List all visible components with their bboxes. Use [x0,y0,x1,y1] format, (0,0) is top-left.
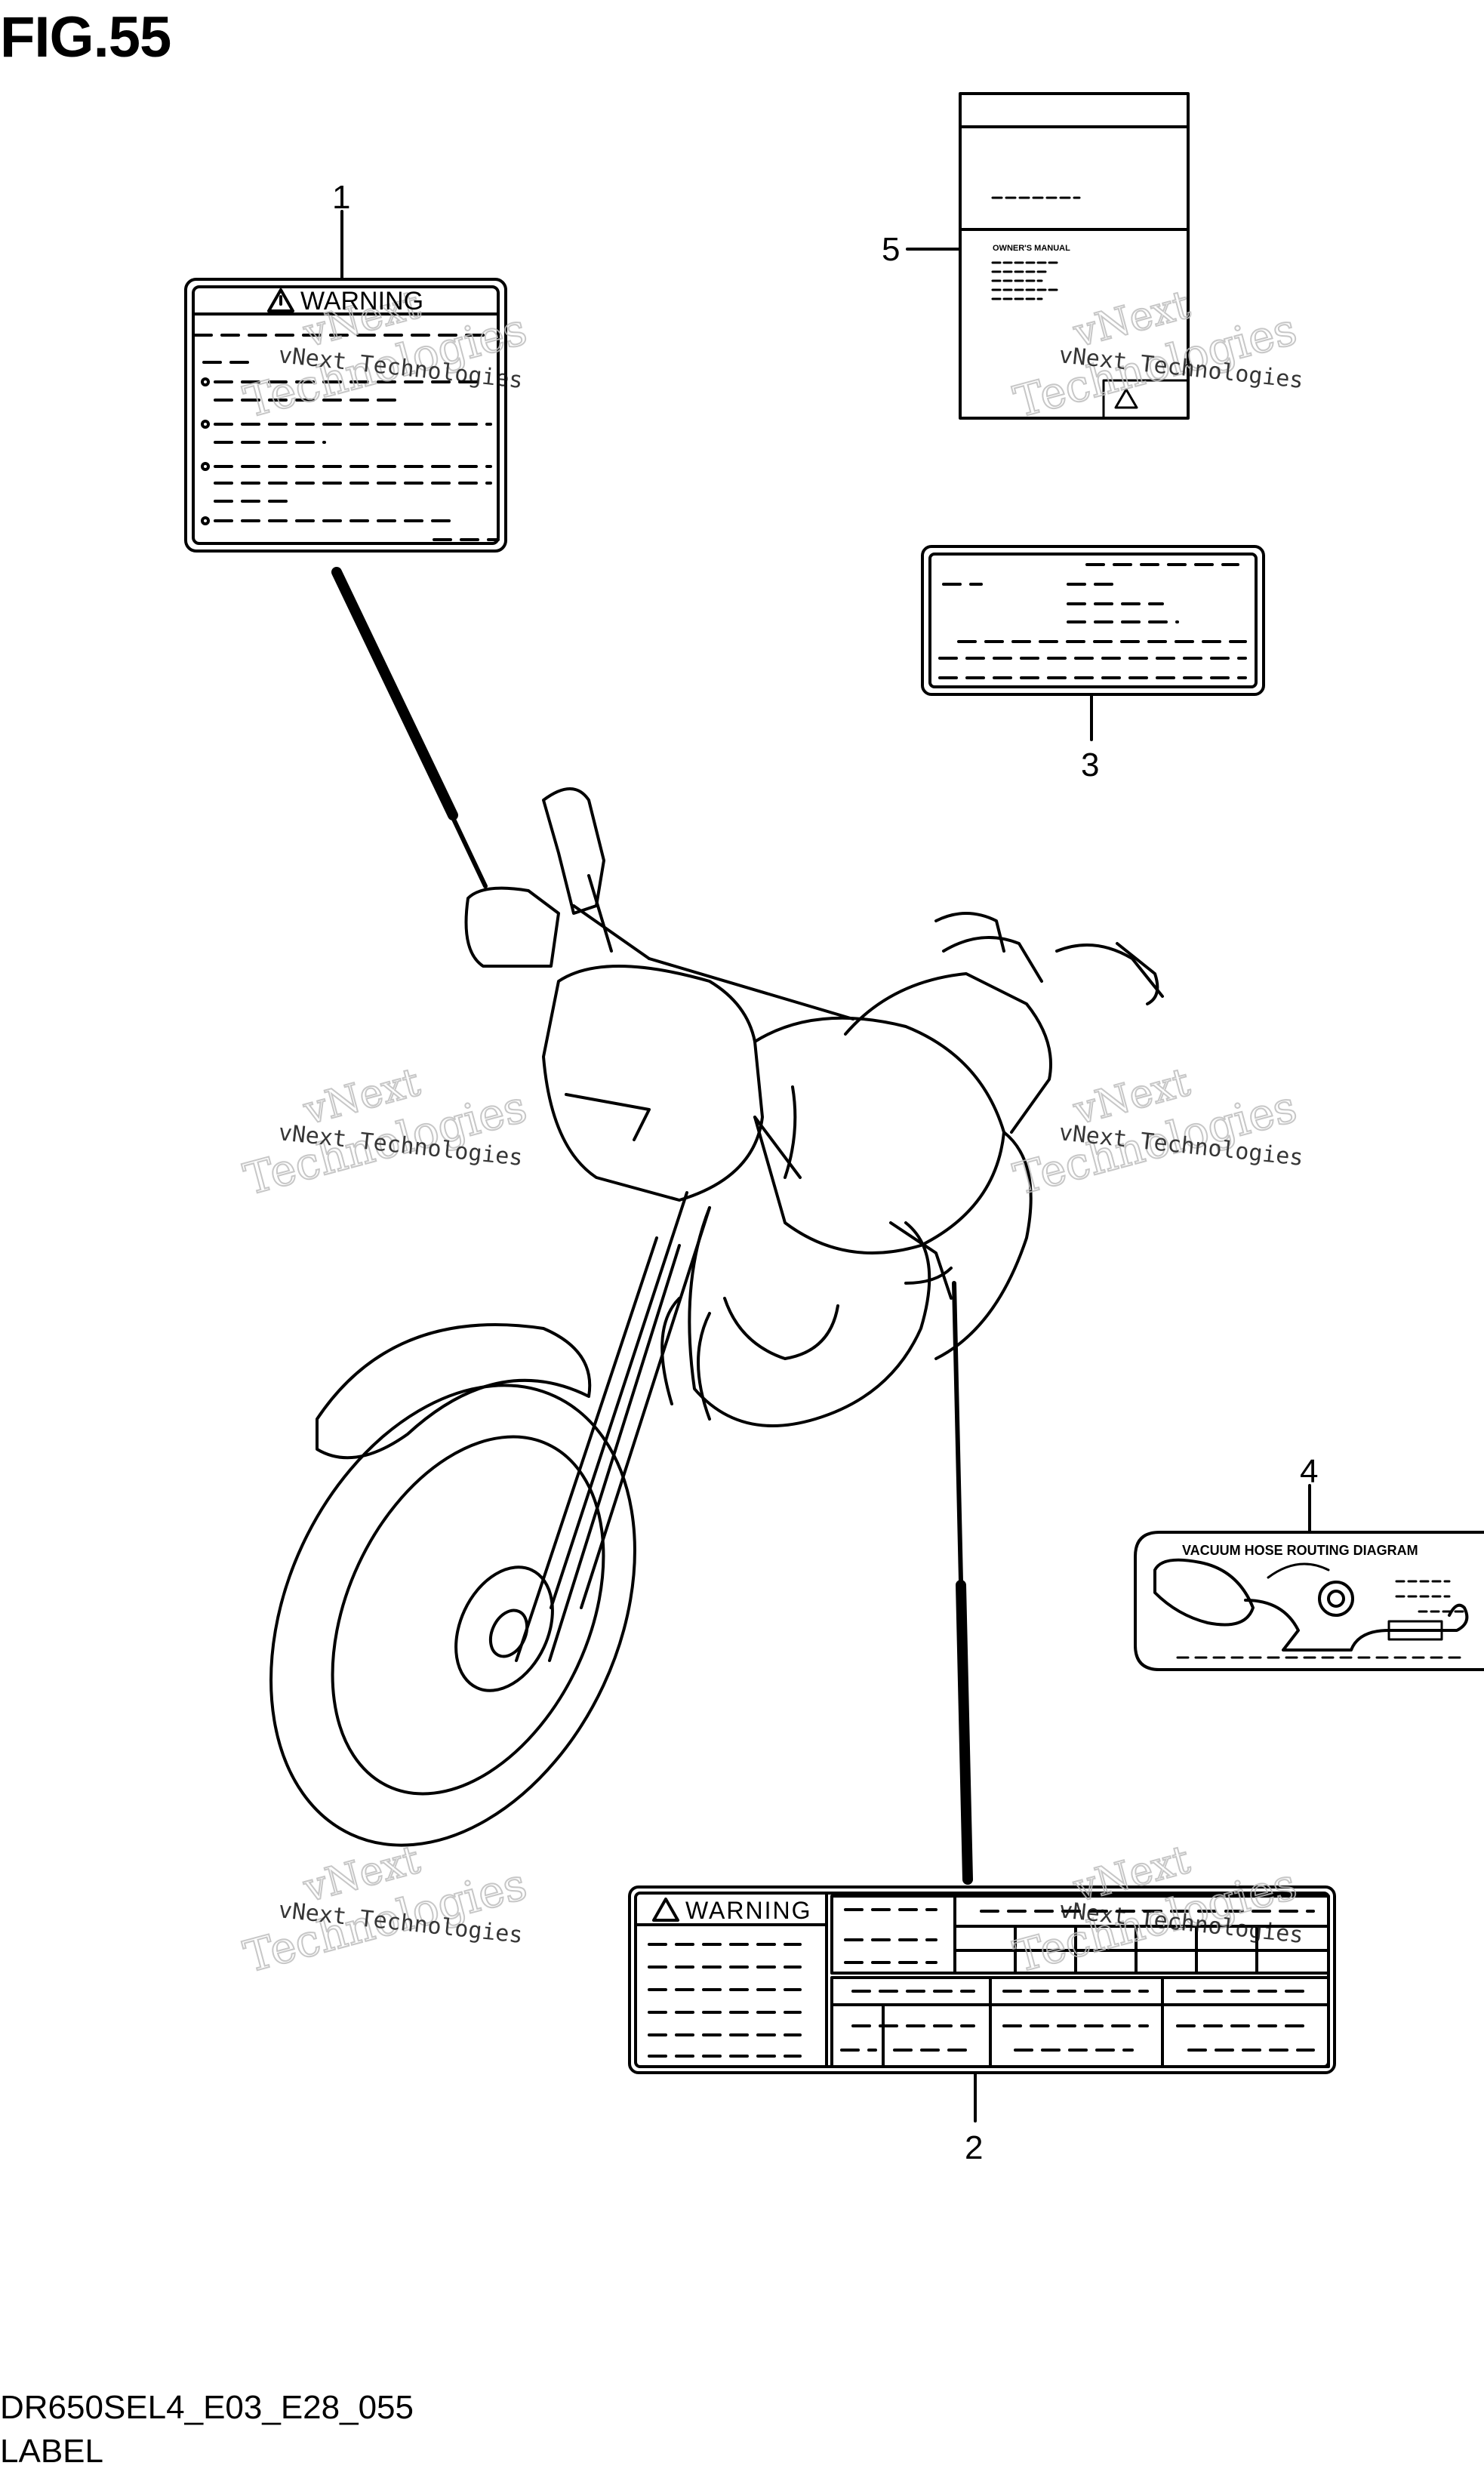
warning-label-2 [628,1885,1336,2074]
callout-2: 2 [965,2129,983,2166]
warning-label-2-title: WARNING [685,1897,811,1924]
callout-1: 1 [332,179,350,216]
owners-manual [959,92,1190,420]
figure-code: DR650SEL4_E03_E28_055 [0,2389,414,2426]
figure-title: FIG.55 [0,5,171,69]
callout-5: 5 [882,231,900,268]
label-3 [921,545,1265,696]
watermark: vNext Technologies vNext Technologies vN… [238,282,1304,1984]
figure-name: LABEL [0,2433,103,2470]
warning-label-1-title: WARNING [300,287,423,316]
manual-title: OWNER'S MANUAL [993,244,1070,253]
callout-3: 3 [1081,747,1099,783]
motorcycle-drawing [269,787,1164,1847]
warning-label-1 [184,278,507,553]
callout-4: 4 [1300,1453,1318,1490]
vacuum-hose-label [1134,1531,1484,1671]
vacuum-label-title: VACUUM HOSE ROUTING DIAGRAM [1182,1543,1418,1558]
